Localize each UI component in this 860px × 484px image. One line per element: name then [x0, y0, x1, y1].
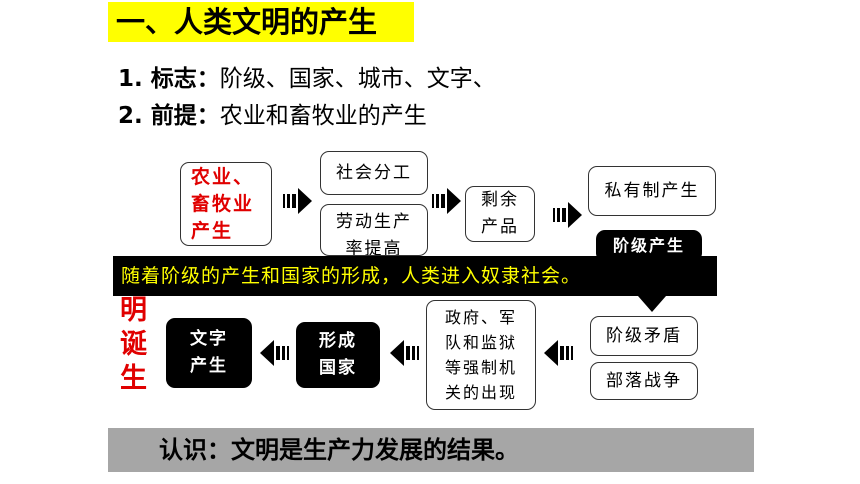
conclusion-bar: 认识：文明是生产力发展的结果。	[108, 428, 754, 472]
node-writing-line: 产生	[190, 356, 228, 376]
node-social-division-text: 社会分工	[336, 162, 412, 183]
node-coercive-organs-line: 政府、军	[444, 308, 517, 327]
arrow-left-icon	[390, 340, 419, 366]
node-productivity-line: 率提高	[345, 239, 403, 256]
arrow-right-icon	[432, 188, 461, 214]
arrow-left-icon	[260, 340, 289, 366]
side-char: 明	[120, 295, 147, 326]
node-private-ownership: 私有制产生	[588, 166, 716, 216]
node-coercive-organs-line: 队和监狱	[444, 333, 517, 352]
side-char: 生	[120, 363, 147, 394]
node-surplus-line: 产品	[481, 217, 519, 237]
node-tribal-war: 部落战争	[590, 362, 698, 400]
section-title: 一、人类文明的产生	[108, 2, 414, 42]
node-coercive-organs-line: 关的出现	[444, 383, 517, 402]
node-social-division: 社会分工	[320, 151, 428, 195]
sign-label: 1. 标志：	[118, 66, 220, 92]
node-tribal-war-text: 部落战争	[606, 370, 682, 391]
node-form-state: 形成 国家	[296, 322, 380, 388]
sign-line: 1. 标志：阶级、国家、城市、文字、	[118, 64, 496, 94]
node-agriculture-line: 农业、	[191, 165, 255, 188]
node-form-state-line: 形成	[319, 331, 357, 351]
node-writing: 文字 产生	[166, 318, 252, 388]
premise-label: 2. 前提：	[118, 103, 220, 129]
civilization-birth-text: 明 诞 生	[120, 294, 152, 396]
premise-line: 2. 前提：农业和畜牧业的产生	[118, 101, 427, 131]
node-classes-text: 阶级产生	[612, 236, 685, 255]
arrow-down-icon	[638, 296, 666, 312]
node-productivity-line: 劳动生产	[336, 212, 412, 232]
node-writing-line: 文字	[190, 329, 228, 349]
node-agriculture-line: 畜牧业	[191, 192, 255, 215]
node-agriculture: 农业、 畜牧业 产生	[180, 162, 272, 246]
node-surplus: 剩余 产品	[465, 186, 535, 242]
banner-slavery: 随着阶级的产生和国家的形成，人类进入奴隶社会。	[113, 256, 717, 296]
node-productivity: 劳动生产 率提高	[320, 204, 428, 256]
node-class-conflict-text: 阶级矛盾	[606, 325, 682, 346]
node-private-ownership-text: 私有制产生	[604, 180, 700, 201]
node-class-conflict: 阶级矛盾	[590, 316, 698, 356]
node-surplus-line: 剩余	[481, 190, 519, 210]
arrow-left-icon	[544, 340, 573, 366]
node-coercive-organs-line: 等强制机	[444, 358, 517, 377]
side-char: 诞	[120, 329, 147, 360]
node-coercive-organs: 政府、军 队和监狱 等强制机 关的出现	[426, 300, 536, 410]
premise-text: 农业和畜牧业的产生	[219, 103, 427, 129]
node-form-state-line: 国家	[319, 358, 357, 378]
arrow-right-icon	[553, 202, 582, 228]
arrow-right-icon	[283, 188, 312, 214]
node-agriculture-line: 产生	[191, 219, 234, 242]
sign-text: 阶级、国家、城市、文字、	[219, 66, 496, 92]
